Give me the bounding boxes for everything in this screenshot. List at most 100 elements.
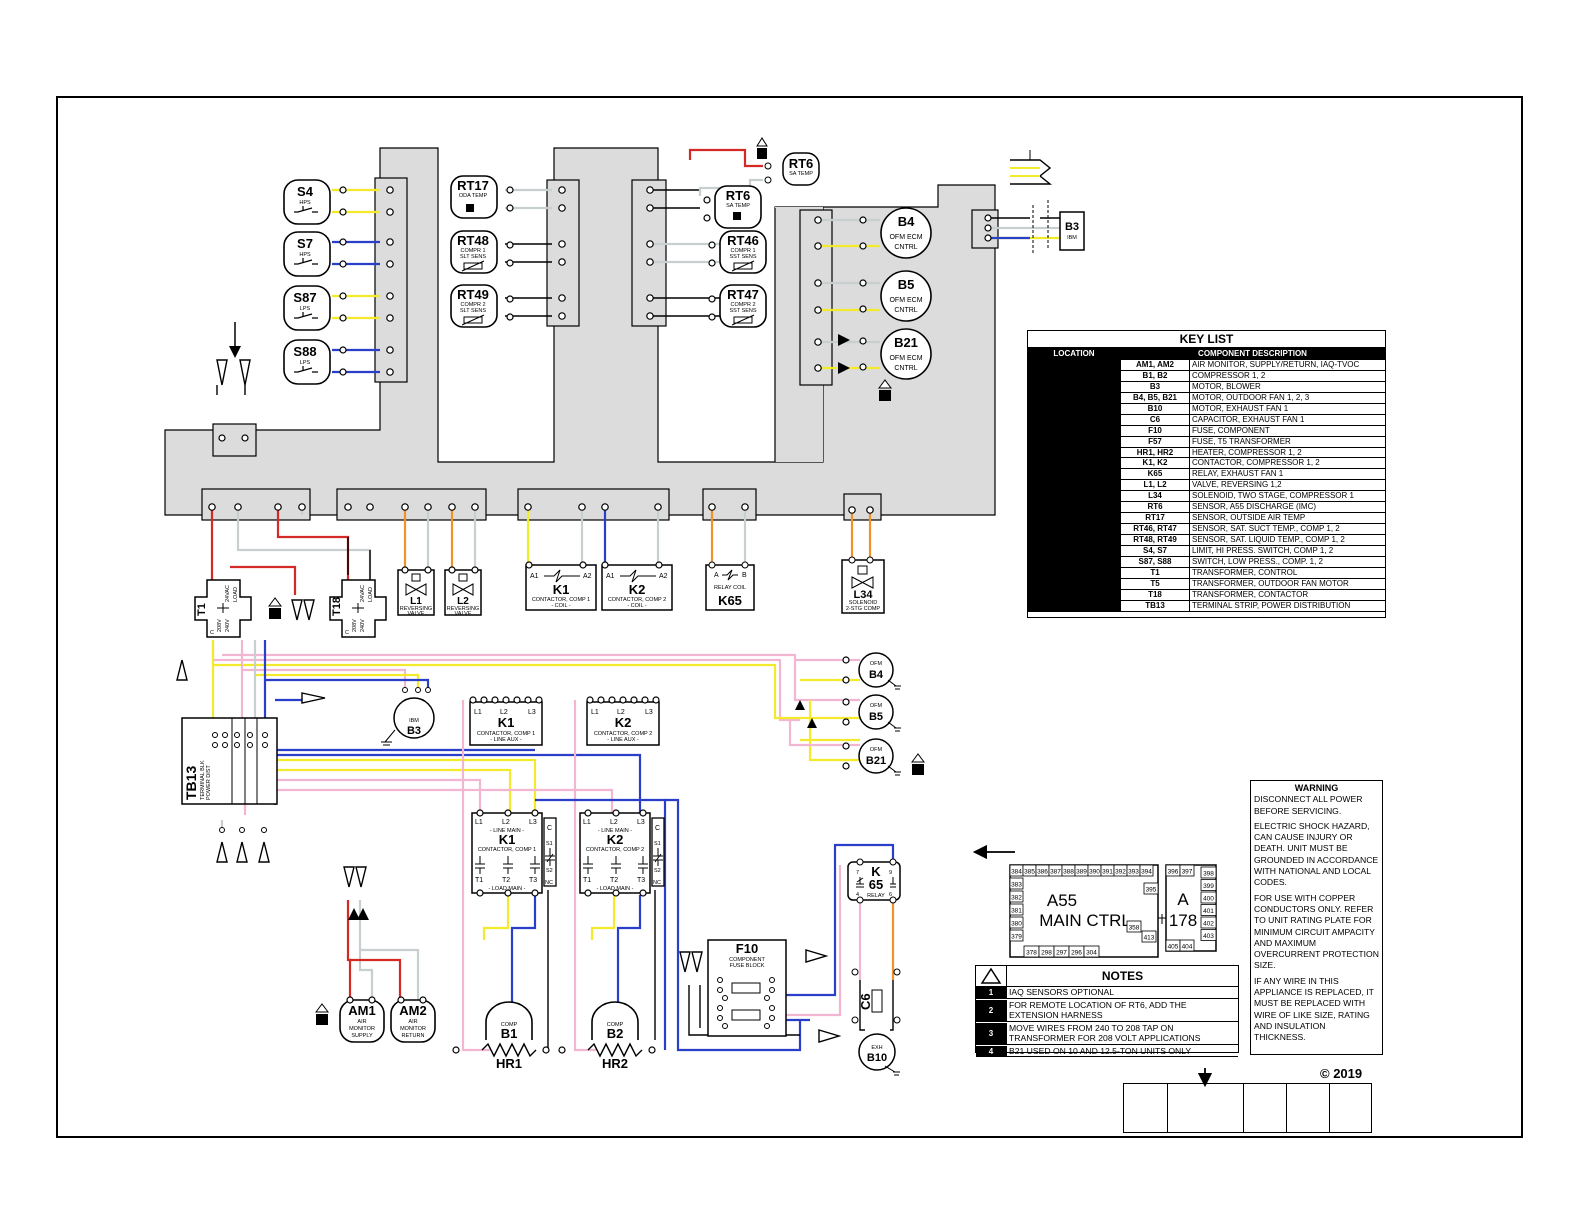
svg-text:S88: S88 — [293, 344, 316, 359]
key-list-location-cell — [1028, 392, 1120, 403]
svg-text:MONITOR: MONITOR — [349, 1026, 375, 1032]
svg-text:393: 393 — [1128, 869, 1139, 876]
svg-text:385: 385 — [1024, 869, 1035, 876]
svg-text:394: 394 — [1141, 869, 1152, 876]
key-list-description: LIMIT, HI PRESS. SWITCH, COMP 1, 2 — [1192, 545, 1334, 555]
svg-text:C: C — [655, 825, 660, 832]
svg-text:S2: S2 — [654, 868, 661, 874]
svg-text:C: C — [210, 630, 214, 636]
key-list-header: LOCATION COMPONENT DESCRIPTION — [1028, 348, 1385, 360]
note-text: MOVE WIRES FROM 240 TO 208 TAP ON TRANSF… — [1006, 1022, 1238, 1045]
k65-relay: 7 4 9 6 K 65 RELAY — [847, 858, 901, 904]
svg-text:391: 391 — [1102, 869, 1113, 876]
key-list-description: SWITCH, LOW PRESS., COMP. 1, 2 — [1192, 556, 1323, 566]
svg-text:396: 396 — [1168, 869, 1179, 876]
svg-text:386: 386 — [1037, 869, 1048, 876]
svg-text:A2: A2 — [583, 573, 592, 580]
warning-title: WARNING — [1294, 783, 1339, 793]
svg-text:MAIN CTRL: MAIN CTRL — [1039, 911, 1131, 930]
svg-text:LOAD: LOAD — [233, 587, 239, 602]
svg-text:OFM ECM: OFM ECM — [889, 355, 922, 362]
warning-p2: ELECTRIC SHOCK HAZARD, CAN CAUSE INJURY … — [1254, 820, 1379, 888]
svg-text:B5: B5 — [898, 277, 915, 292]
svg-text:COMP: COMP — [501, 1022, 518, 1028]
key-list-location-cell — [1028, 524, 1120, 534]
svg-text:K2: K2 — [607, 832, 624, 847]
svg-text:379: 379 — [1011, 934, 1022, 941]
svg-text:EXH: EXH — [871, 1045, 882, 1051]
svg-text:CONTACTOR, COMP 1: CONTACTOR, COMP 1 — [532, 597, 590, 603]
svg-text:208V: 208V — [217, 619, 223, 632]
svg-text:L3: L3 — [529, 819, 537, 826]
svg-text:B21: B21 — [866, 755, 886, 767]
warning-p3: FOR USE WITH COPPER CONDUCTORS ONLY. REF… — [1254, 892, 1379, 971]
note-number: 3 — [976, 1022, 1006, 1045]
svg-text:392: 392 — [1115, 869, 1126, 876]
svg-text:- LOAD MAIN -: - LOAD MAIN - — [489, 886, 526, 892]
title-block-cell — [1168, 1084, 1244, 1132]
key-list-designator: AM1, AM2 — [1120, 360, 1190, 370]
svg-text:L2: L2 — [457, 596, 469, 607]
svg-text:K1: K1 — [498, 715, 515, 730]
svg-text:B1: B1 — [501, 1026, 518, 1041]
svg-text:F10: F10 — [736, 941, 758, 956]
svg-text:388: 388 — [1063, 869, 1074, 876]
key-list-description: TRANSFORMER, CONTROL — [1192, 567, 1298, 577]
title-block-cell — [1330, 1084, 1371, 1132]
key-list-head-desc: COMPONENT DESCRIPTION — [1198, 349, 1307, 358]
note-triangles — [348, 334, 850, 920]
key-list-description: COMPRESSOR 1, 2 — [1192, 370, 1266, 380]
key-list-location-cell — [1028, 381, 1120, 392]
svg-text:REVERSING: REVERSING — [400, 606, 432, 612]
note-text: FOR REMOTE LOCATION OF RT6, ADD THE EXTE… — [1006, 999, 1238, 1022]
svg-text:6: 6 — [889, 892, 892, 898]
key-list-designator: L1, L2 — [1120, 480, 1190, 491]
key-list-location-cell — [1028, 578, 1120, 589]
key-list-designator: B10 — [1120, 403, 1190, 414]
key-list-description: TRANSFORMER, OUTDOOR FAN MOTOR — [1192, 578, 1349, 588]
svg-text:383: 383 — [1011, 882, 1022, 889]
svg-text:RELAY COIL: RELAY COIL — [714, 585, 746, 591]
key-list-designator: RT48, RT49 — [1120, 535, 1190, 545]
svg-text:413: 413 — [1144, 935, 1155, 942]
svg-text:CNTRL: CNTRL — [894, 307, 917, 314]
svg-text:208V: 208V — [352, 619, 358, 632]
svg-text:B3: B3 — [407, 725, 421, 737]
svg-text:RELAY: RELAY — [867, 893, 885, 899]
svg-text:HPS: HPS — [299, 252, 311, 258]
svg-text:S7: S7 — [297, 236, 313, 251]
svg-text:OFM ECM: OFM ECM — [889, 297, 922, 304]
svg-text:- LOAD MAIN -: - LOAD MAIN - — [597, 886, 634, 892]
c6-capacitor: C6 — [851, 968, 901, 1024]
key-list-description: VALVE, REVERSING 1,2 — [1192, 480, 1282, 490]
note-number: 4 — [976, 1045, 1006, 1057]
key-list-location-cell — [1028, 403, 1120, 414]
